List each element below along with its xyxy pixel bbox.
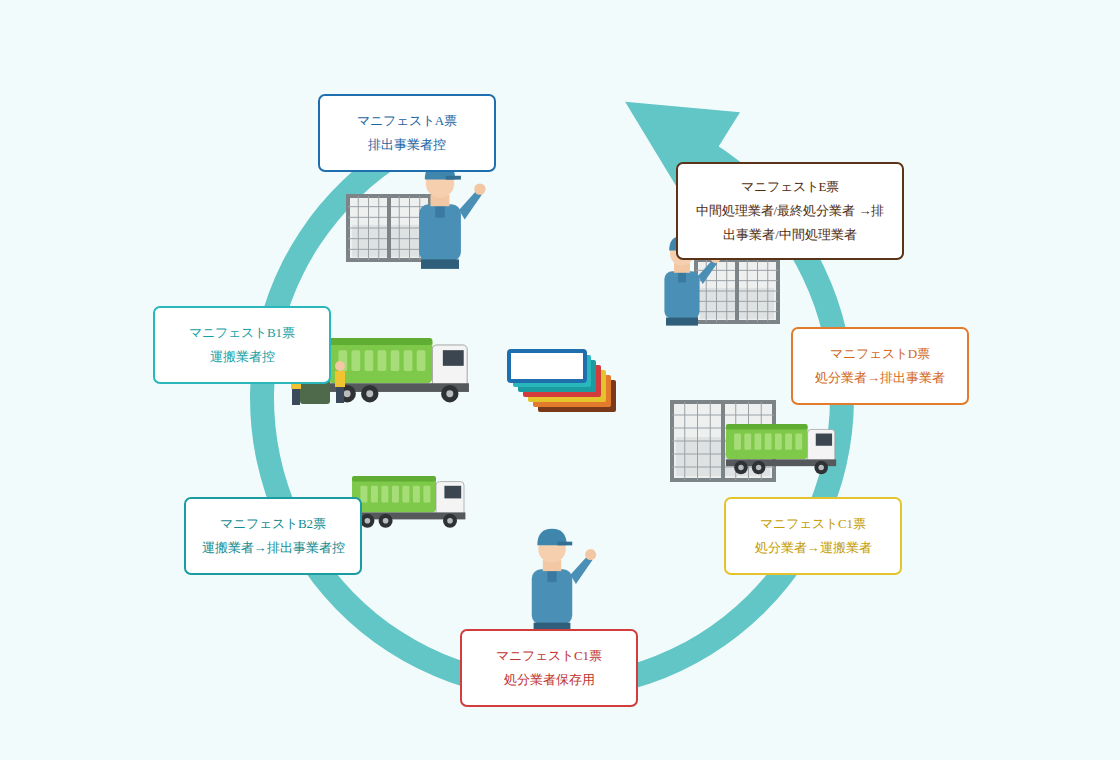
- manifest-stack: [509, 351, 616, 412]
- garbage-truck: [352, 476, 465, 528]
- manifest-title: マニフェストE票: [741, 175, 840, 199]
- facility-gate: [348, 196, 430, 260]
- manifest-route: 運搬業者→排出事業者控: [202, 536, 345, 560]
- facility-gate: [672, 402, 774, 480]
- manifest-box: マニフェストC1票処分業者→運搬業者: [724, 497, 902, 575]
- manifest-route: 中間処理業者/最終処分業者 →排出事業者/中間処理業者: [690, 199, 890, 247]
- worker-figure: [419, 163, 486, 269]
- manifest-box: マニフェストD票処分業者→排出事業者: [791, 327, 969, 405]
- manifest-title: マニフェストC1票: [760, 512, 866, 536]
- manifest-box: マニフェストA票排出事業者控: [318, 94, 496, 172]
- manifest-route: 処分業者→運搬業者: [755, 536, 872, 560]
- worker-figure: [532, 529, 596, 632]
- manifest-title: マニフェストB2票: [220, 512, 326, 536]
- manifest-route: 処分業者保存用: [504, 668, 595, 692]
- manifest-route: 処分業者→排出事業者: [815, 366, 945, 390]
- manifest-title: マニフェストA票: [357, 109, 457, 133]
- manifest-box: マニフェストB1票運搬業者控: [153, 306, 331, 384]
- manifest-title: マニフェストC1票: [496, 644, 602, 668]
- manifest-title: マニフェストD票: [830, 342, 930, 366]
- manifest-box: マニフェストB2票運搬業者→排出事業者控: [184, 497, 362, 575]
- manifest-box: マニフェストE票中間処理業者/最終処分業者 →排出事業者/中間処理業者: [676, 162, 904, 260]
- manifest-title: マニフェストB1票: [189, 321, 295, 345]
- manifest-route: 排出事業者控: [368, 133, 446, 157]
- garbage-truck: [726, 424, 836, 474]
- facility-gate: [696, 260, 778, 322]
- garbage-truck: [328, 338, 469, 402]
- manifest-route: 運搬業者控: [210, 345, 275, 369]
- manifest-box: マニフェストC1票処分業者保存用: [460, 629, 638, 707]
